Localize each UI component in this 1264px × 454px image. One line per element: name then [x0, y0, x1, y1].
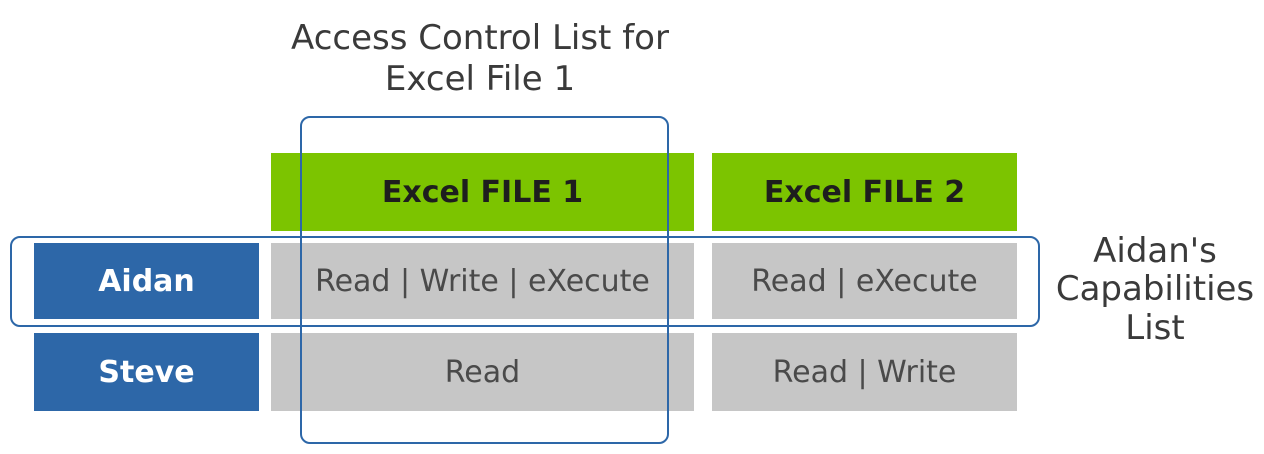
acl-column-outline	[300, 116, 669, 444]
permission-steve-file-2: Read | Write	[712, 333, 1017, 411]
acl-caption: Access Control List for Excel File 1	[270, 18, 690, 100]
acl-caption-line-1: Access Control List for	[291, 18, 669, 58]
capabilities-caption-line-3: List	[1125, 307, 1185, 348]
capabilities-row-outline	[10, 236, 1040, 327]
acl-caption-line-2: Excel File 1	[384, 58, 576, 99]
capabilities-caption: Aidan's Capabilities List	[1050, 231, 1260, 348]
row-label-steve: Steve	[34, 333, 259, 411]
permission-aidan-file-1: Read | Write | eXecute	[271, 243, 694, 319]
column-header-excel-file-2: Excel FILE 2	[712, 153, 1017, 231]
capabilities-caption-line-1: Aidan's	[1093, 231, 1217, 271]
column-header-excel-file-1: Excel FILE 1	[271, 153, 694, 231]
permission-steve-file-1: Read	[271, 333, 694, 411]
row-label-aidan: Aidan	[34, 243, 259, 319]
capabilities-caption-line-2: Capabilities	[1055, 269, 1255, 310]
permission-aidan-file-2: Read | eXecute	[712, 243, 1017, 319]
